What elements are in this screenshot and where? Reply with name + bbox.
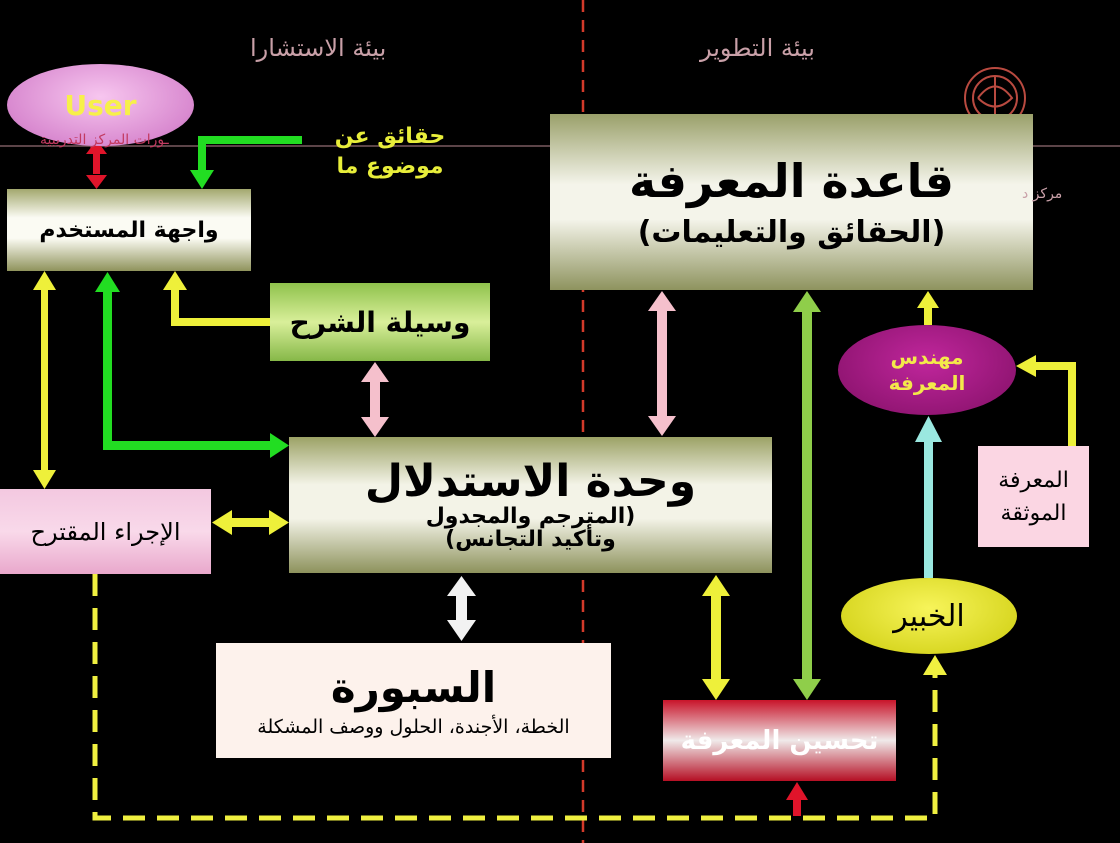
explanation-facility-node: وسيلة الشرح [270, 283, 490, 361]
consultation-environment-label: بيئة الاستشارا [250, 34, 387, 62]
kb-inference-arrow [648, 291, 676, 436]
recommended-action-node: الإجراء المقترح [0, 489, 211, 574]
user-interface-node: واجهة المستخدم [7, 189, 251, 271]
facts-note-line2: موضوع ما [336, 154, 444, 179]
knowledge-base-subtitle: (الحقائق والتعليمات) [637, 215, 946, 251]
knowledge-refinement-node: تحسين المعرفة [663, 700, 896, 781]
knowledge-engineer-node: مهندس المعرفة [838, 325, 1016, 415]
blackboard-subtitle: الخطة، الأجندة، الحلول ووصف المشكلة [257, 716, 570, 738]
logo-caption: مركز د [1022, 186, 1063, 202]
feedback-loop [92, 574, 938, 821]
facts-note: حقائق عن موضوع ما [315, 114, 465, 190]
inference-engine-title: وحدة الاستدلال [364, 455, 697, 507]
knowledge-engineer-line1: مهندس [890, 345, 964, 369]
inference-refinement-arrow [702, 575, 730, 700]
action-inference-arrow [212, 510, 289, 535]
documented-knowledge-node: المعرفة الموثقة [978, 446, 1089, 547]
expert-node: الخبير [841, 578, 1017, 654]
inference-engine-node: وحدة الاستدلال (المترجم والمجدول وتأكيد … [289, 437, 772, 573]
ui-action-arrow [33, 271, 56, 489]
development-environment-label: بيئة التطوير [700, 34, 815, 62]
ui-inference-arrow [95, 272, 289, 458]
documented-engineer-arrow [1016, 355, 1076, 448]
explanation-inference-arrow [361, 362, 389, 437]
inference-engine-sub-line1: (المترجم والمجدول [425, 504, 636, 529]
user-ui-arrow [86, 140, 107, 189]
inference-engine-sub-line2: وتأكيد التجانس) [445, 527, 616, 553]
kb-refinement-arrow [793, 291, 821, 700]
knowledge-base-title: قاعدة المعرفة [628, 153, 955, 208]
inference-blackboard-arrow [447, 576, 476, 641]
explanation-ui-arrow [163, 271, 271, 326]
expert-engineer-arrow [915, 416, 942, 578]
feedback-arrowhead [923, 655, 947, 675]
facts-note-line1: حقائق عن [334, 124, 446, 150]
documented-knowledge-line1: المعرفة [998, 467, 1069, 493]
refinement-up-arrow [786, 782, 808, 816]
documented-knowledge-line2: الموثقة [1000, 500, 1067, 526]
user-subtitle: ـورات المركز التدريبية [40, 132, 169, 148]
knowledge-engineer-line2: المعرفة [888, 371, 966, 395]
user-node: User [7, 64, 194, 146]
engineer-kb-arrow [917, 291, 939, 325]
facts-to-ui-arrow [190, 136, 302, 189]
knowledge-base-node: قاعدة المعرفة (الحقائق والتعليمات) [550, 114, 1033, 290]
blackboard-node: السبورة الخطة، الأجندة، الحلول ووصف المش… [216, 643, 611, 758]
blackboard-title: السبورة [330, 663, 497, 712]
